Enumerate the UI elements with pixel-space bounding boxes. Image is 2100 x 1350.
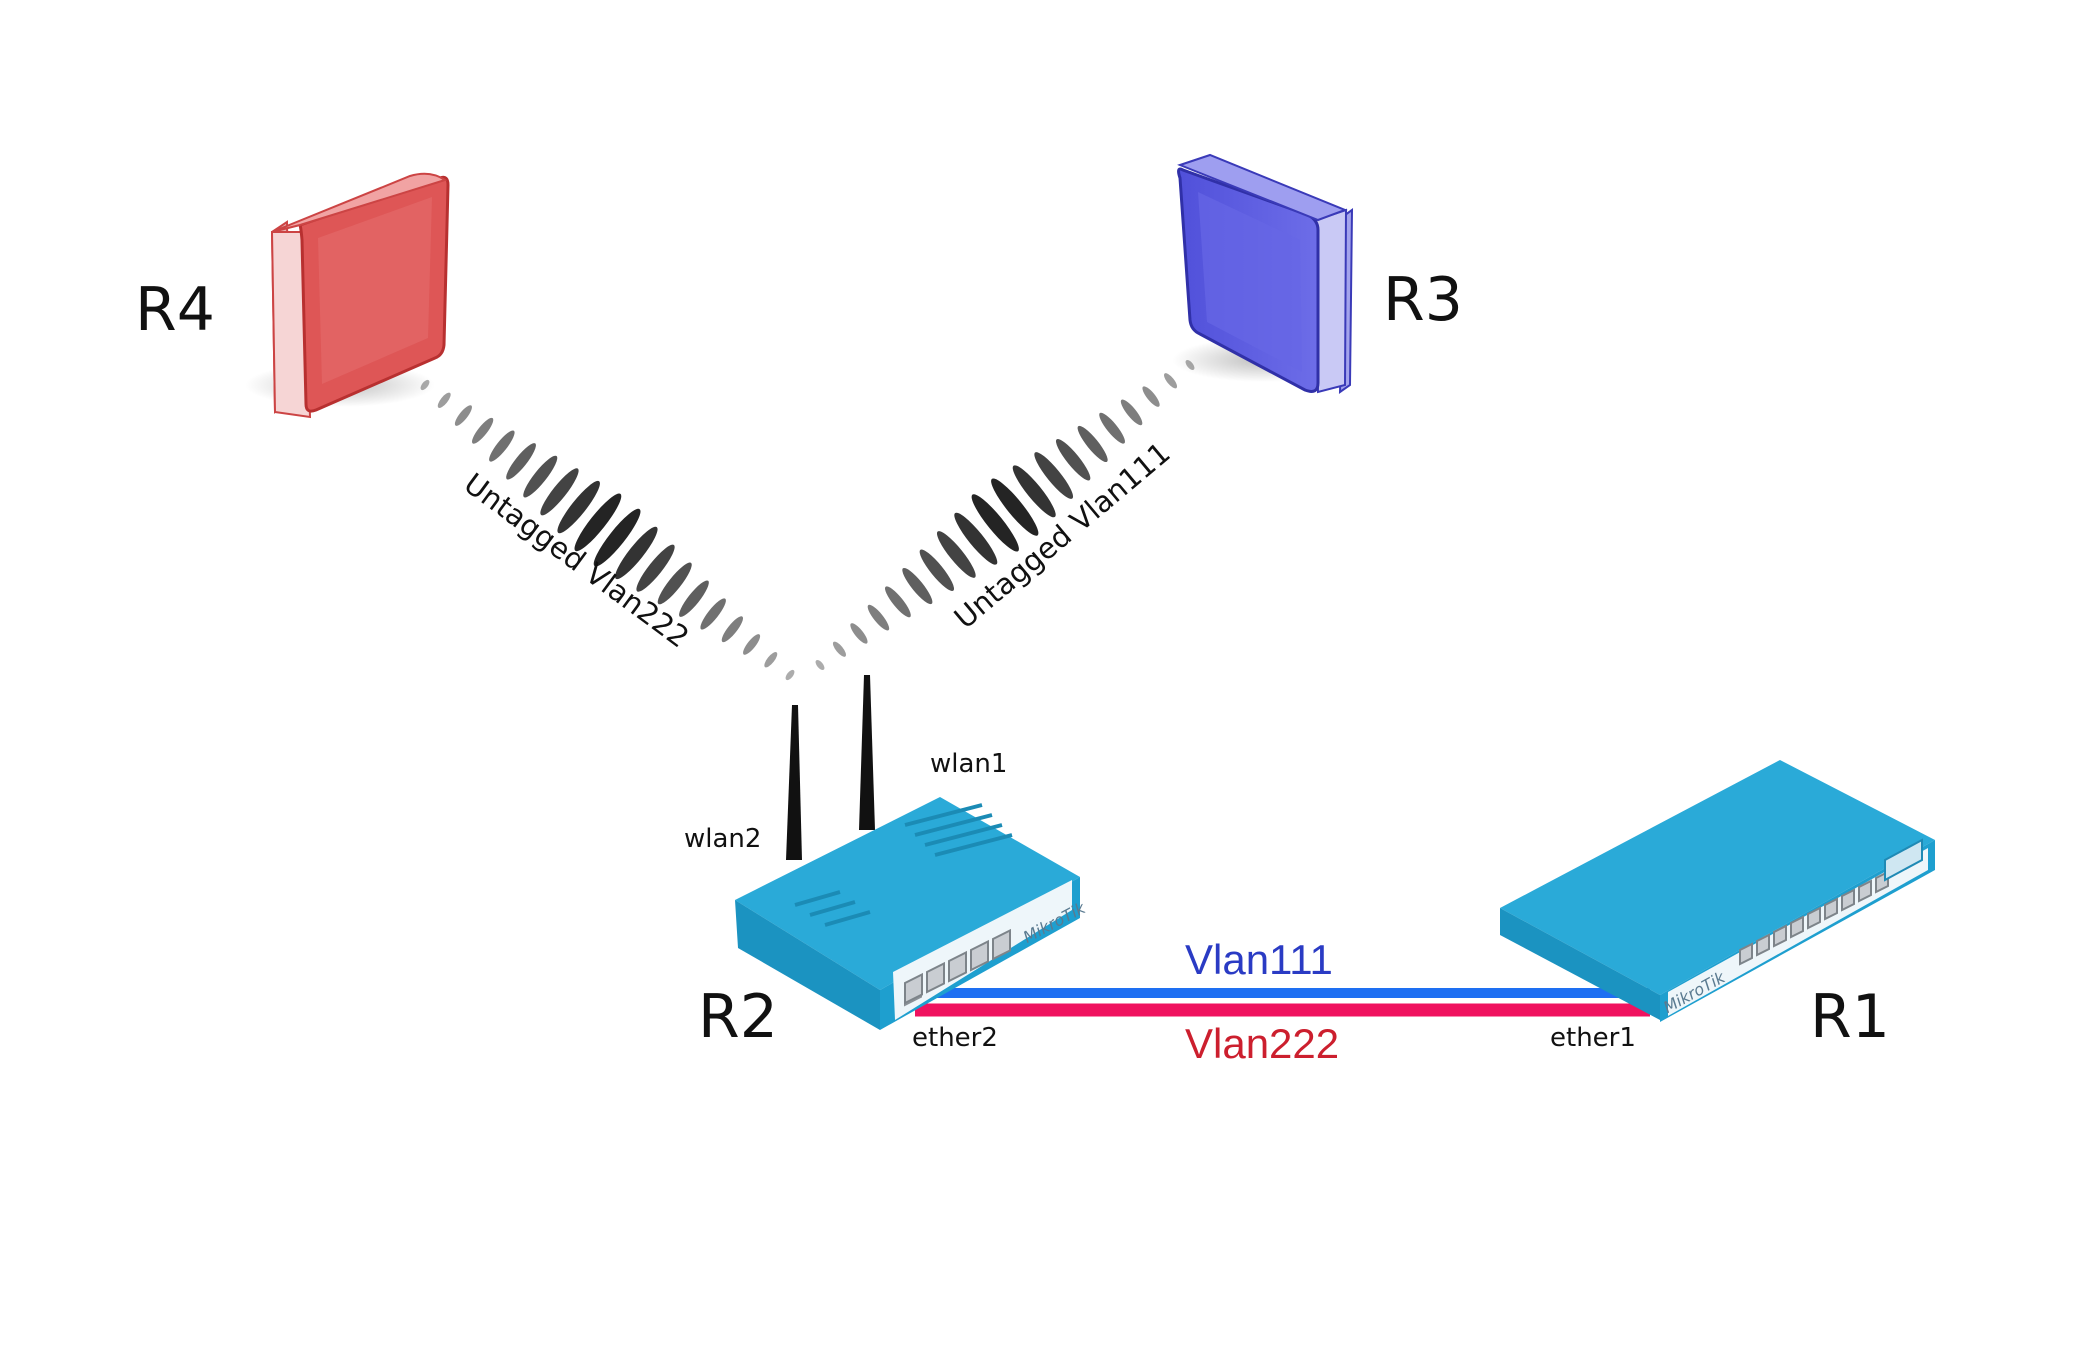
wave-arc-r3 [991,478,1039,536]
wave-arc-r3 [850,623,868,644]
wave-arc-r4 [574,493,622,552]
wave-arc-r4 [454,405,472,426]
device-r2: MikroTik [735,675,1089,1030]
iface-label-wlan1: wlan1 [930,749,1007,779]
wave-arc-r3 [1055,439,1091,481]
wired-links [915,988,1650,1017]
wave-arc-r4 [764,652,778,668]
ethernet-port [1773,924,1787,948]
wave-arc-r4 [489,430,515,462]
node-label-r1: R1 [1810,982,1890,1052]
wave-arc-r3 [815,659,825,671]
wireless-link-r3 [815,359,1195,671]
wave-arc-r4 [657,562,692,605]
wave-arc-r3 [1142,386,1160,407]
wave-arc-r4 [437,392,451,408]
wave-arc-r3 [1164,373,1178,389]
ethernet-port [926,961,945,994]
ethernet-port [1790,915,1804,939]
node-label-r3: R3 [1383,265,1463,335]
ethernet-port [992,928,1011,961]
ethernet-port [1858,879,1872,903]
ethernet-port [1841,888,1855,912]
wave-arc-r3 [902,567,933,605]
wave-arc-r3 [954,512,998,565]
iface-label-ether1: ether1 [1550,1023,1636,1053]
wave-arc-r3 [832,641,846,657]
vlan222-label: Vlan222 [1185,1020,1339,1067]
device-r3 [1172,153,1354,394]
wave-arc-r4 [700,598,726,630]
ethernet-port [1756,933,1770,957]
wave-arc-r3 [1034,452,1074,499]
wave-arc-r3 [919,549,955,591]
ethernet-port [970,939,989,972]
wave-arc-r3 [1120,399,1143,426]
wave-arc-r4 [785,669,795,681]
wave-arc-r4 [471,417,494,444]
wave-arc-r4 [593,508,641,567]
wave-arc-r4 [679,580,709,617]
wave-arc-r4 [540,468,579,516]
vlan111-label: Vlan111 [1185,936,1333,983]
ethernet-port [948,950,967,983]
wave-arc-r3 [936,531,976,578]
wave-arc-r4 [636,544,675,592]
wave-arc-r4 [506,443,536,480]
wave-arc-r4 [615,526,658,580]
wave-arc-r3 [1012,465,1056,518]
ethernet-port [904,972,923,1005]
antenna-wlan2 [786,705,802,860]
wave-arc-r4 [557,480,600,534]
wave-arc-r3 [1077,425,1108,463]
wireless-link-r4 [420,379,795,681]
ethernet-port [1824,897,1838,921]
node-label-r4: R4 [135,275,215,345]
wave-arc-r3 [1099,412,1125,444]
ethernet-port [1739,942,1753,966]
wave-arc-r3 [867,604,890,631]
device-r4 [245,172,450,419]
ethernet-port [1807,906,1821,930]
iface-label-ether2: ether2 [912,1023,998,1053]
device-r1: MikroTik [1500,760,1935,1022]
wave-arc-r4 [721,616,744,643]
node-label-r2: R2 [698,982,778,1052]
wave-arc-r4 [523,455,558,498]
iface-label-wlan2: wlan2 [684,824,761,854]
wave-arc-r3 [885,586,911,618]
antenna-wlan1 [859,675,875,830]
wave-arc-r4 [743,634,761,655]
wave-arc-r3 [971,494,1019,552]
